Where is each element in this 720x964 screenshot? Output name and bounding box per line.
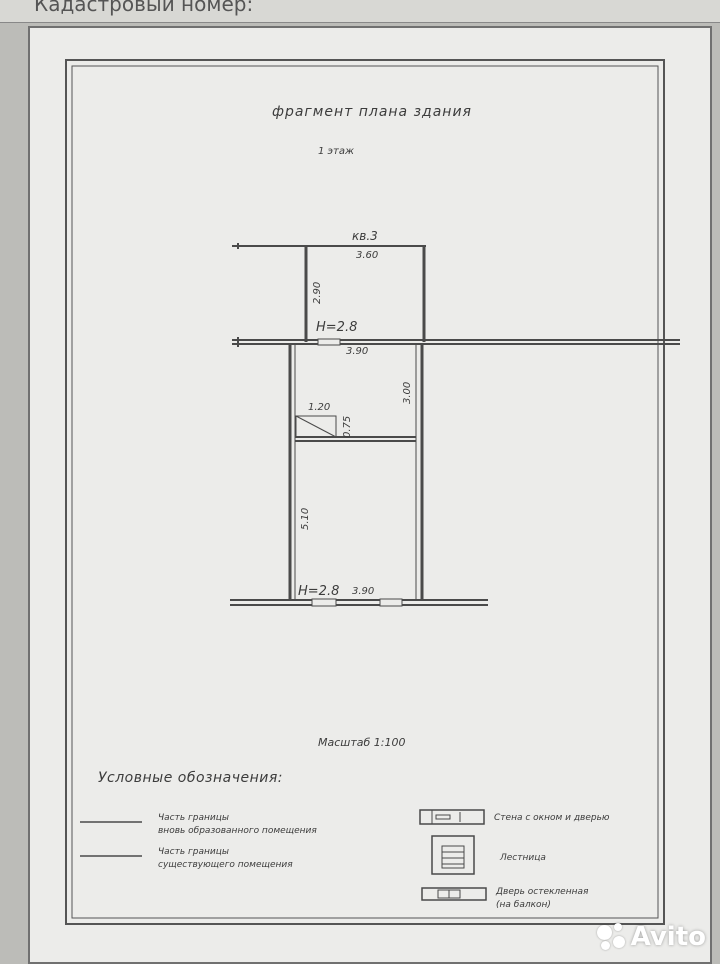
avito-watermark: Avito bbox=[596, 922, 706, 952]
legend-item-new-boundary: Часть границы вновь образованного помеще… bbox=[158, 813, 317, 836]
legend-item-existing-boundary: Часть границы существующего помещения bbox=[158, 847, 293, 870]
legend-item-stairs: Лестница bbox=[500, 853, 546, 863]
dim-bottom-width: 3.90 bbox=[352, 586, 375, 597]
cadastral-number-text: Кадастровый номер: bbox=[34, 0, 254, 16]
dim-top-height: 2.90 bbox=[312, 281, 323, 304]
cadastral-number-strip: Кадастровый номер: bbox=[0, 0, 720, 23]
legend-symbols bbox=[80, 809, 487, 901]
dim-top-width: 3.60 bbox=[356, 250, 379, 261]
document-sheet bbox=[28, 26, 712, 964]
legend-item-glazed-door: Дверь остекленная (на балкон) bbox=[496, 887, 589, 910]
outer-frame bbox=[65, 59, 665, 925]
height-mark-upper: H=2.8 bbox=[316, 320, 358, 335]
dim-middle-height: 3.00 bbox=[402, 381, 413, 404]
floor-label: 1 этаж bbox=[318, 146, 354, 157]
inner-frame bbox=[71, 65, 659, 919]
dim-closet-depth: 0.75 bbox=[342, 415, 353, 438]
avito-brand-text: Avito bbox=[630, 922, 706, 952]
legend-title: Условные обозначения: bbox=[98, 770, 283, 786]
wall-window-door-symbol bbox=[419, 809, 485, 825]
height-mark-lower: H=2.8 bbox=[298, 584, 340, 599]
scale-label: Масштаб 1:100 bbox=[318, 736, 406, 749]
dim-middle-width: 3.90 bbox=[346, 346, 369, 357]
apartment-label: кв.3 bbox=[352, 229, 378, 243]
glazed-door-symbol bbox=[421, 887, 487, 901]
plan-title: фрагмент плана здания bbox=[272, 104, 472, 120]
stairs-symbol bbox=[431, 835, 475, 875]
plan-walls bbox=[230, 243, 680, 607]
legend-item-wall-window-door: Стена с окном и дверью bbox=[494, 813, 610, 823]
avito-logo-icon bbox=[596, 923, 625, 951]
dim-bottom-height: 5.10 bbox=[300, 507, 311, 530]
dim-closet-width: 1.20 bbox=[308, 402, 331, 413]
